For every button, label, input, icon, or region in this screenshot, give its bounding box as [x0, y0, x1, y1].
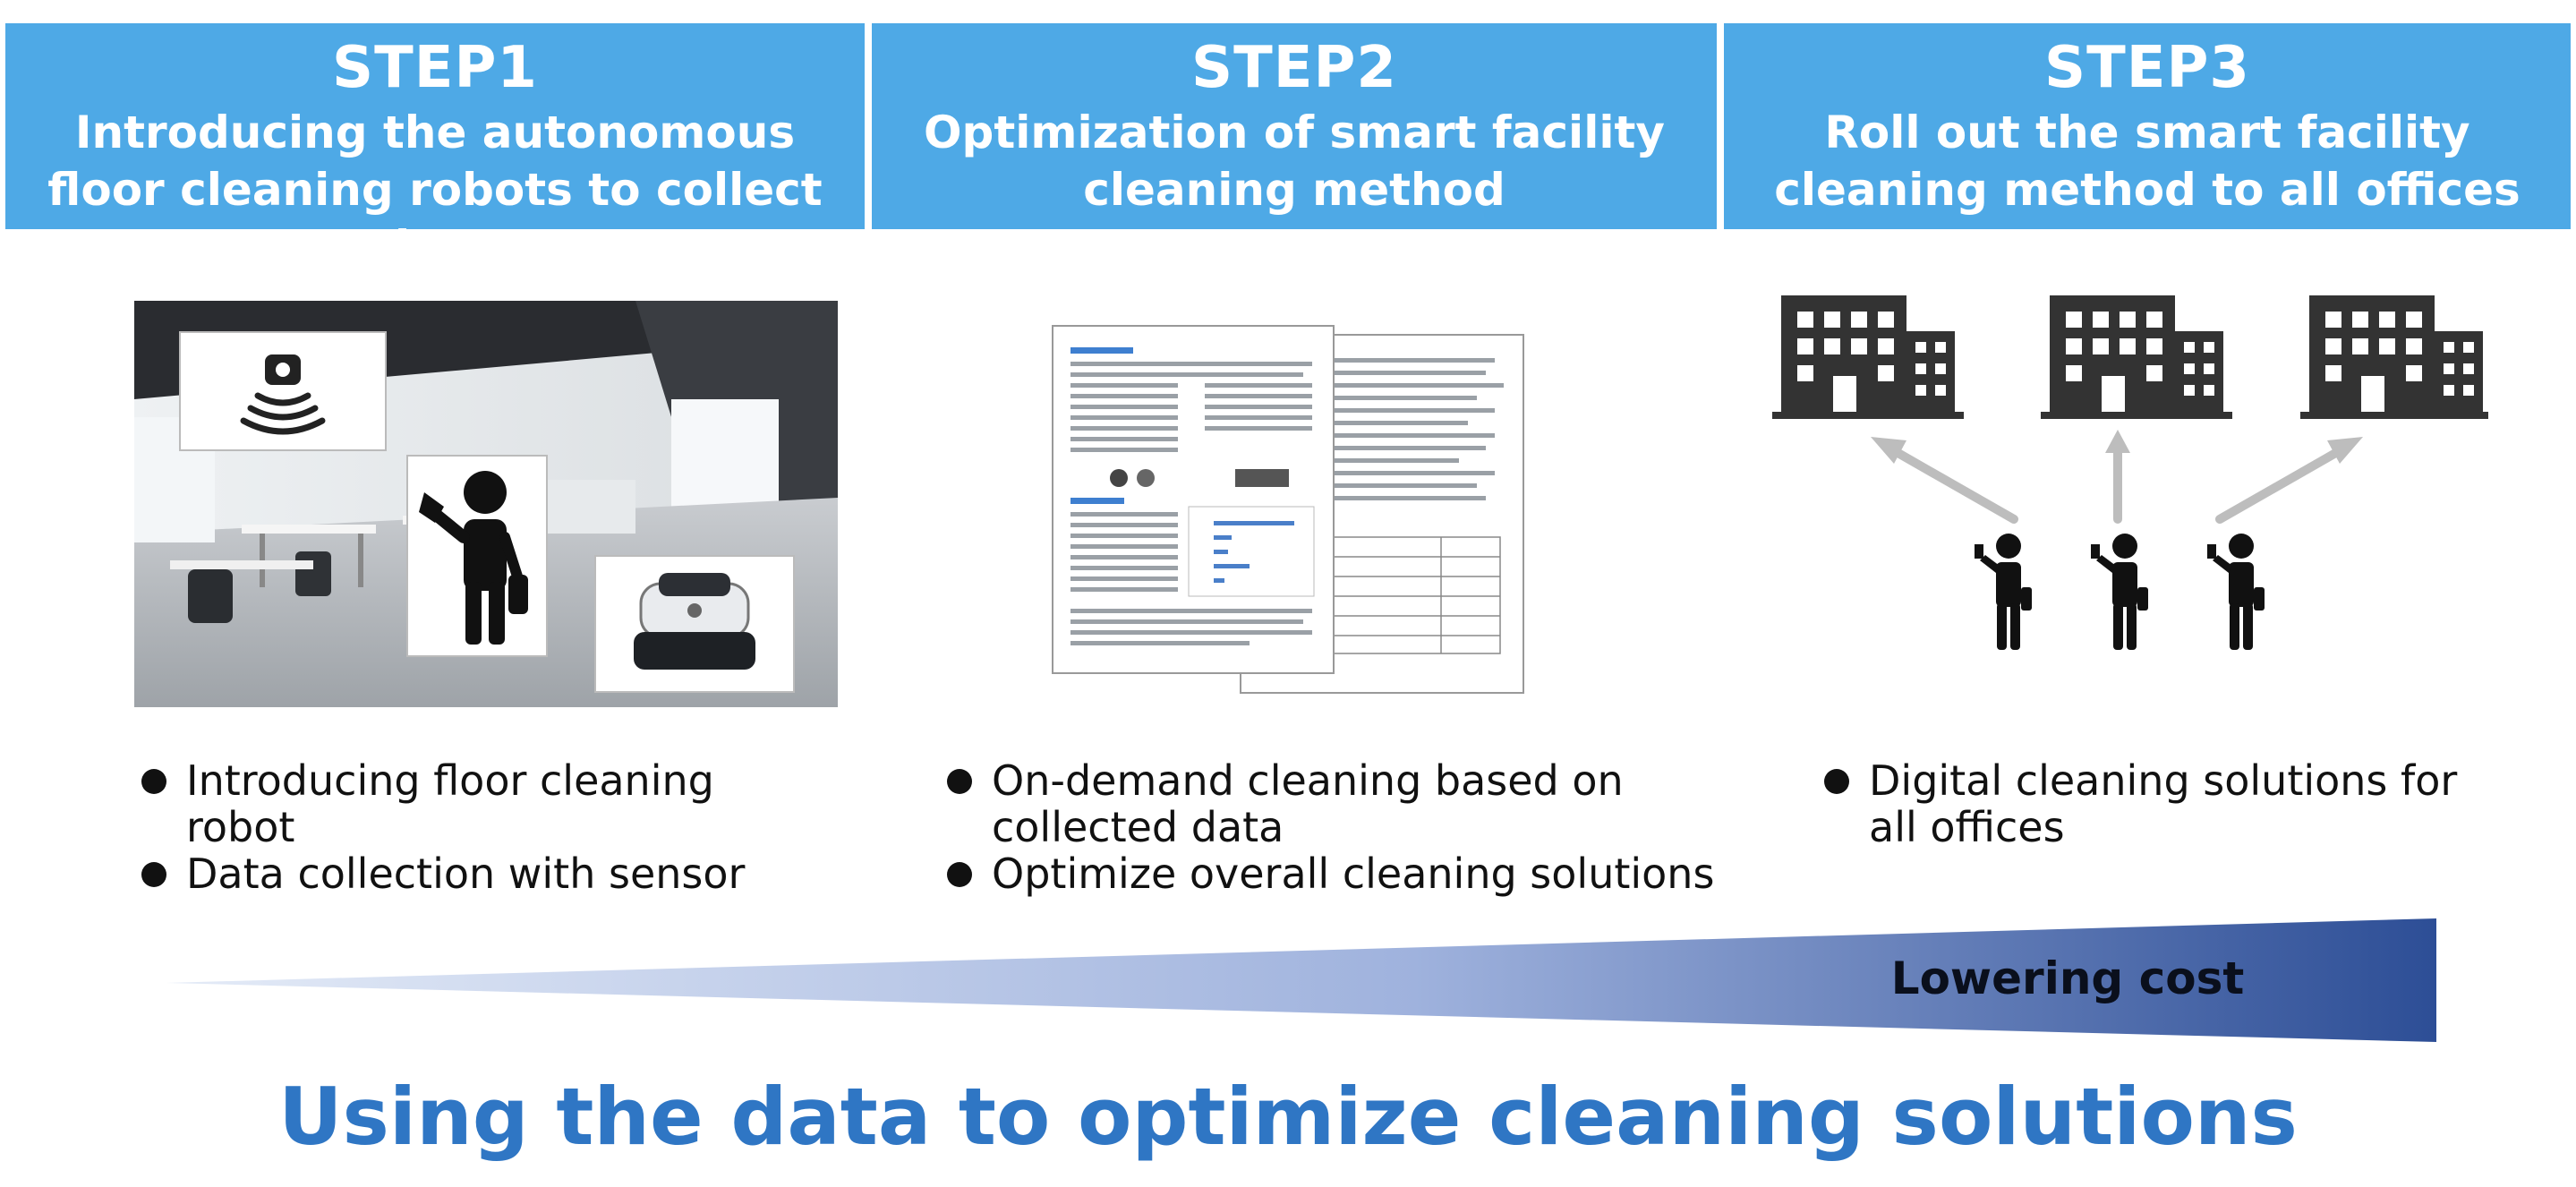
- step2-number: STEP2: [1191, 35, 1397, 101]
- step2-title: Optimization of smart facility cleaning …: [924, 107, 1665, 216]
- step2-bullets: On-demand cleaning based on collected da…: [940, 757, 1763, 897]
- floor-robot-icon: [634, 573, 755, 670]
- cleaner-person-icon: [419, 471, 528, 645]
- step3-number: STEP3: [2044, 35, 2250, 101]
- step3-bullets: Digital cleaning solutions for all offic…: [1817, 757, 2515, 850]
- report-documents: [1047, 322, 1548, 698]
- step1-title: Introducing the autonomous floor cleanin…: [47, 107, 823, 273]
- step3-bullet-1: Digital cleaning solutions for all offic…: [1817, 757, 2515, 850]
- person-icon-2: [2091, 534, 2148, 650]
- office-photo: [134, 301, 838, 707]
- step1-bullet-2: Data collection with sensor: [134, 850, 815, 897]
- person-icon-3: [2207, 534, 2265, 650]
- person-icon-1: [1975, 534, 2032, 650]
- step1-bullet-1: Introducing floor cleaning robot: [134, 757, 815, 850]
- arrow-icon-right: [2215, 443, 2350, 524]
- offices-illustration: [1772, 286, 2492, 680]
- cleaner-inset: [406, 455, 548, 657]
- step1-number: STEP1: [332, 35, 538, 101]
- step1-bullets: Introducing floor cleaning robot Data co…: [134, 757, 815, 897]
- step2-header: STEP2 Optimization of smart facility cle…: [872, 23, 1717, 229]
- floor-robot-inset: [594, 555, 795, 693]
- step3-title: Roll out the smart facility cleaning met…: [1774, 107, 2521, 216]
- step1-header: STEP1 Introducing the autonomous floor c…: [5, 23, 865, 273]
- cleaners-group: [1960, 528, 2336, 662]
- robot-sensor-inset: [179, 331, 387, 451]
- step2-bullet-1: On-demand cleaning based on collected da…: [940, 757, 1763, 850]
- robot-sensor-icon: [240, 354, 326, 435]
- step2-bullet-2: Optimize overall cleaning solutions: [940, 850, 1763, 897]
- step3-header: STEP3 Roll out the smart facility cleani…: [1724, 23, 2571, 229]
- footer-title: Using the data to optimize cleaning solu…: [278, 1071, 2298, 1163]
- arrow-icon-left: [1884, 443, 2018, 524]
- cost-label: Lowering cost: [1890, 952, 2245, 1004]
